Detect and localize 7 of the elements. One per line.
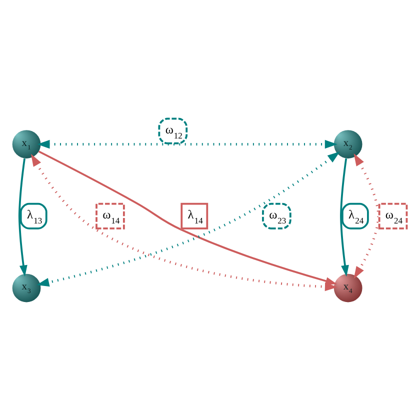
edge-label: λ$_{14}$ bbox=[188, 207, 203, 226]
edge-label: ω$_{12}$ bbox=[165, 122, 182, 140]
edge-label: ω$_{14}$ bbox=[102, 207, 120, 226]
edge-label: ω$_{24}$ bbox=[385, 207, 402, 226]
edge-label: ω$_{23}$ bbox=[269, 207, 286, 226]
edge-label: λ$_{24}$ bbox=[348, 207, 364, 226]
edge-label: λ$_{13}$ bbox=[26, 207, 42, 226]
